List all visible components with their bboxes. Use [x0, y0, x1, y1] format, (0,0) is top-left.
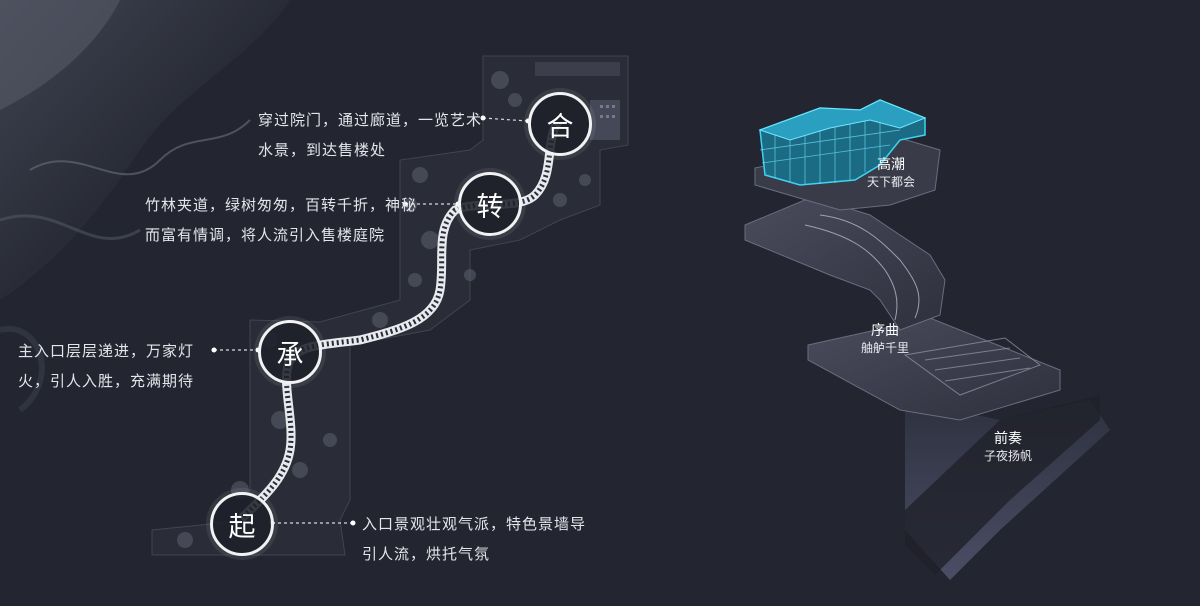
stage-circle-he: 合	[528, 92, 592, 156]
stage-description-he: 穿过院门，通过廊道，一览艺术 水景，到达售楼处	[258, 111, 483, 159]
stage-circle-zhuan: 转	[458, 172, 522, 236]
zone-title-gaochao: 高潮	[877, 157, 905, 173]
axonometric-view	[744, 99, 1110, 580]
stage-circle-cheng: 承	[258, 320, 322, 384]
zone-subtitle-xuqu: 舳舻千里	[860, 341, 909, 355]
zone-subtitle-gaochao: 天下都会	[866, 175, 915, 189]
zone-title-xuqu: 序曲	[871, 323, 899, 339]
stage-description-zhuan: 竹林夹道，绿树匆匆，百转千折，神秘 而富有情调，将人流引入售楼庭院	[145, 196, 418, 244]
zone-subtitle-qianzou: 子夜扬帆	[983, 449, 1032, 463]
stage-description-cheng: 主入口层层递进，万家灯 火，引人入胜，充满期待	[18, 342, 195, 390]
stage-circle-qi: 起	[210, 492, 274, 556]
glass-building	[758, 99, 927, 186]
stage-description-qi: 入口景观壮观气派，特色景墙导 引人流，烘托气氛	[362, 515, 587, 563]
marble-texture	[0, 0, 290, 413]
zone-title-qianzou: 前奏	[994, 431, 1022, 447]
